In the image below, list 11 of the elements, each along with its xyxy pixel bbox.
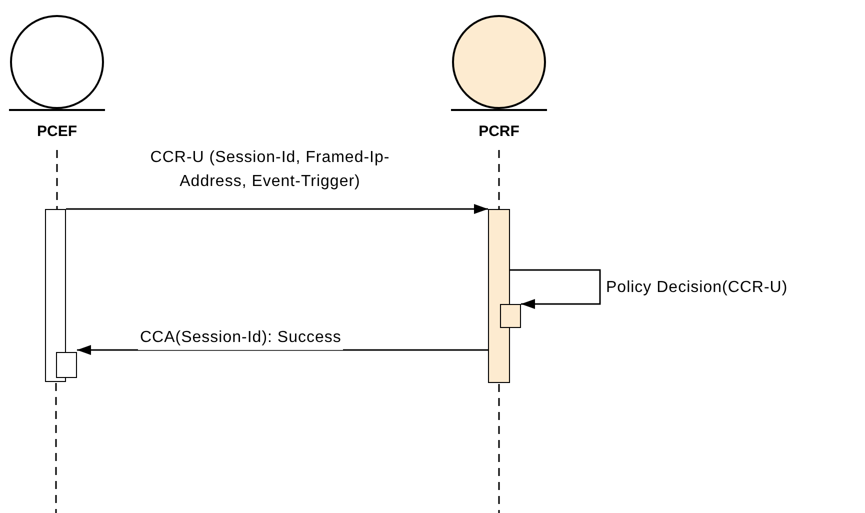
message-arrow	[510, 269, 601, 309]
activation-box	[56, 352, 77, 378]
activation-box	[500, 304, 521, 328]
message-arrow	[77, 345, 488, 355]
activation-bar	[45, 209, 66, 382]
activation-bar	[488, 209, 510, 383]
message-arrow	[66, 204, 488, 214]
actor-name: PCRF	[478, 124, 520, 139]
actor-name: PCEF	[36, 124, 77, 139]
lifeline	[56, 150, 58, 209]
lifeline	[498, 150, 500, 209]
